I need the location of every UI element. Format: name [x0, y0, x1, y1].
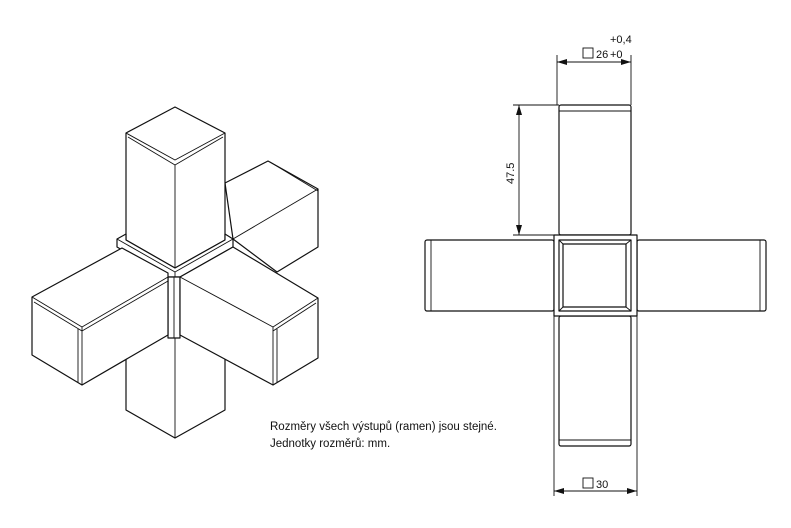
top-arm-rect	[558, 104, 632, 236]
note-line: Rozměry všech výstupů (ramen) jsou stejn…	[270, 421, 497, 433]
left-arm-rect	[424, 239, 555, 312]
center-collar	[116, 233, 234, 339]
dimension-arm-length: 47.5	[505, 104, 559, 236]
width-tolerance-lower: +0	[610, 49, 623, 61]
center-size-value: 30	[596, 479, 608, 491]
square-symbol-icon	[582, 477, 594, 489]
width-value: 26	[596, 49, 608, 61]
left-arm	[31, 247, 169, 386]
orthographic-view	[424, 104, 767, 447]
bottom-arm-rect	[558, 315, 632, 447]
isometric-view	[31, 106, 319, 439]
note-line: Jednotky rozměrů: mm.	[270, 438, 391, 450]
notes: Rozměry všech výstupů (ramen) jsou stejn…	[270, 419, 497, 453]
dimension-width-26: 26 +0 +0,4	[556, 34, 632, 105]
right-arm	[179, 246, 319, 386]
width-tolerance-upper: +0,4	[610, 34, 632, 46]
arm-length-value: 47.5	[505, 163, 517, 184]
dimension-center-30: 30	[553, 316, 638, 496]
top-arm	[125, 106, 226, 269]
right-arm-rect	[636, 239, 767, 312]
square-symbol-icon	[582, 47, 594, 59]
